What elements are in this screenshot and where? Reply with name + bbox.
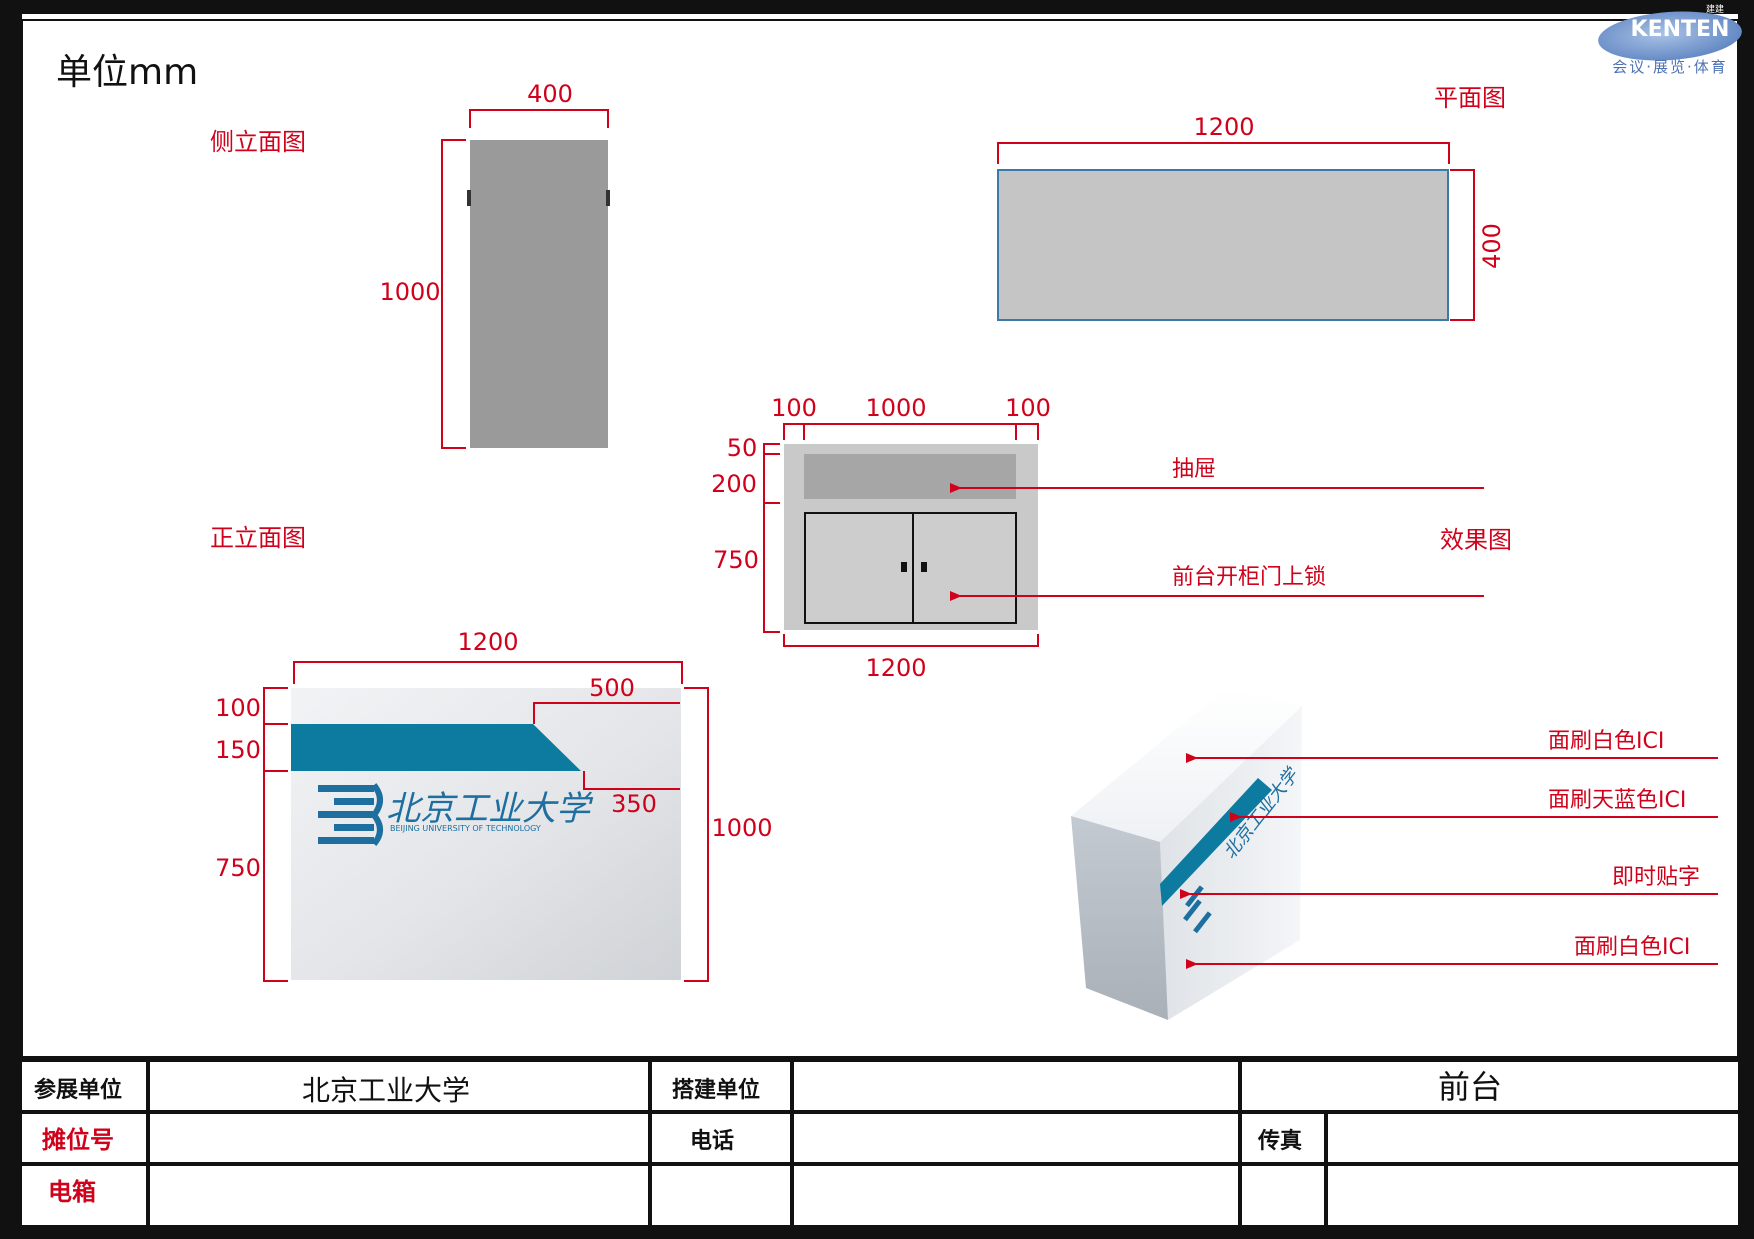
front-left-dim-top: 100 <box>215 694 261 722</box>
university-name-cn: 北京工业大学 <box>386 789 594 829</box>
kenten-logo: 建建 KENTEN 会议·展览·体育 <box>1598 3 1742 76</box>
builder-label: 搭建单位 <box>672 1077 760 1103</box>
plan-top-surface <box>997 169 1449 321</box>
side-panel <box>470 140 608 448</box>
render-callout-1: 面刷白色ICI <box>1548 729 1664 754</box>
plan-view-title: 平面图 <box>1434 84 1506 112</box>
render-title: 效果图 <box>1440 526 1512 554</box>
back-left-dim-top: 50 <box>727 434 758 462</box>
fax-label: 传真 <box>1257 1128 1302 1154</box>
side-elevation-title: 侧立面图 <box>210 128 306 156</box>
cabinet-door-left <box>804 512 914 624</box>
back-bottom-dim: 1200 <box>865 654 926 682</box>
university-name-en: BEIJING UNIVERSITY OF TECHNOLOGY <box>390 824 541 833</box>
front-height-dim: 1000 <box>711 814 772 842</box>
render-box-top <box>1071 688 1302 842</box>
logo-small-text: 建建 <box>1706 3 1724 15</box>
cabinet-label: 前台开柜门上锁 <box>1172 565 1326 590</box>
cabinet-door-right <box>912 512 1017 624</box>
front-width-dim: 1200 <box>457 628 518 656</box>
logo-tagline: 会议·展览·体育 <box>1612 58 1728 76</box>
render-callout-3: 即时贴字 <box>1612 865 1700 890</box>
front-offset-dim: 500 <box>589 674 635 702</box>
render-callout-2: 面刷天蓝色ICI <box>1548 788 1686 813</box>
lock-left <box>901 562 907 572</box>
drawer <box>804 454 1016 499</box>
render-box-left <box>1071 816 1168 1020</box>
teal-band <box>291 724 581 771</box>
lock-right <box>921 562 927 572</box>
exhibitor-label: 参展单位 <box>34 1077 122 1103</box>
render-box-right <box>1160 706 1302 1020</box>
drawing-name: 前台 <box>1438 1068 1502 1106</box>
side-elevation: 侧立面图 400 1000 <box>210 80 610 449</box>
front-elevation-title: 正立面图 <box>210 524 306 552</box>
booth-label: 摊位号 <box>42 1126 114 1154</box>
front-elevation: 正立面图 北京工业大学 BEIJING UNIVERSITY OF TECHNO… <box>210 524 773 982</box>
title-block: 参展单位 北京工业大学 搭建单位 前台 摊位号 电话 传真 电箱 <box>22 1056 1738 1225</box>
front-slant-dim: 350 <box>611 790 657 818</box>
drawer-label: 抽屉 <box>1172 457 1216 482</box>
plan-view: 平面图 1200 400 <box>997 84 1506 321</box>
plan-width-dim: 1200 <box>1193 113 1254 141</box>
plan-depth-dim: 400 <box>1478 223 1506 269</box>
back-top-dim-right: 100 <box>1005 394 1051 422</box>
render-callout-4: 面刷白色ICI <box>1574 935 1690 960</box>
back-top-dim-mid: 1000 <box>865 394 926 422</box>
render-view: 效果图 北京工业大学 面刷白色ICI 面刷天蓝色ICI 即时贴字 面刷白色ICI <box>1071 526 1718 1020</box>
power-label: 电箱 <box>48 1178 96 1206</box>
back-top-dim-left: 100 <box>771 394 817 422</box>
back-left-dim-mid: 200 <box>711 470 757 498</box>
front-left-dim-mid: 150 <box>215 736 261 764</box>
university-logo <box>318 783 383 846</box>
side-width-dim: 400 <box>527 80 573 108</box>
back-left-dim-bottom: 750 <box>713 546 759 574</box>
back-elevation: 100 1000 100 50 200 750 1200 抽屉 前台开柜门上锁 <box>711 394 1484 682</box>
render-teal-band <box>1160 778 1272 906</box>
front-left-dim-bottom: 750 <box>215 854 261 882</box>
logo-brand: KENTEN <box>1631 17 1730 42</box>
unit-label: 单位mm <box>56 52 198 93</box>
exhibitor-value: 北京工业大学 <box>302 1074 470 1107</box>
phone-label: 电话 <box>690 1129 734 1154</box>
side-height-dim: 1000 <box>379 278 440 306</box>
